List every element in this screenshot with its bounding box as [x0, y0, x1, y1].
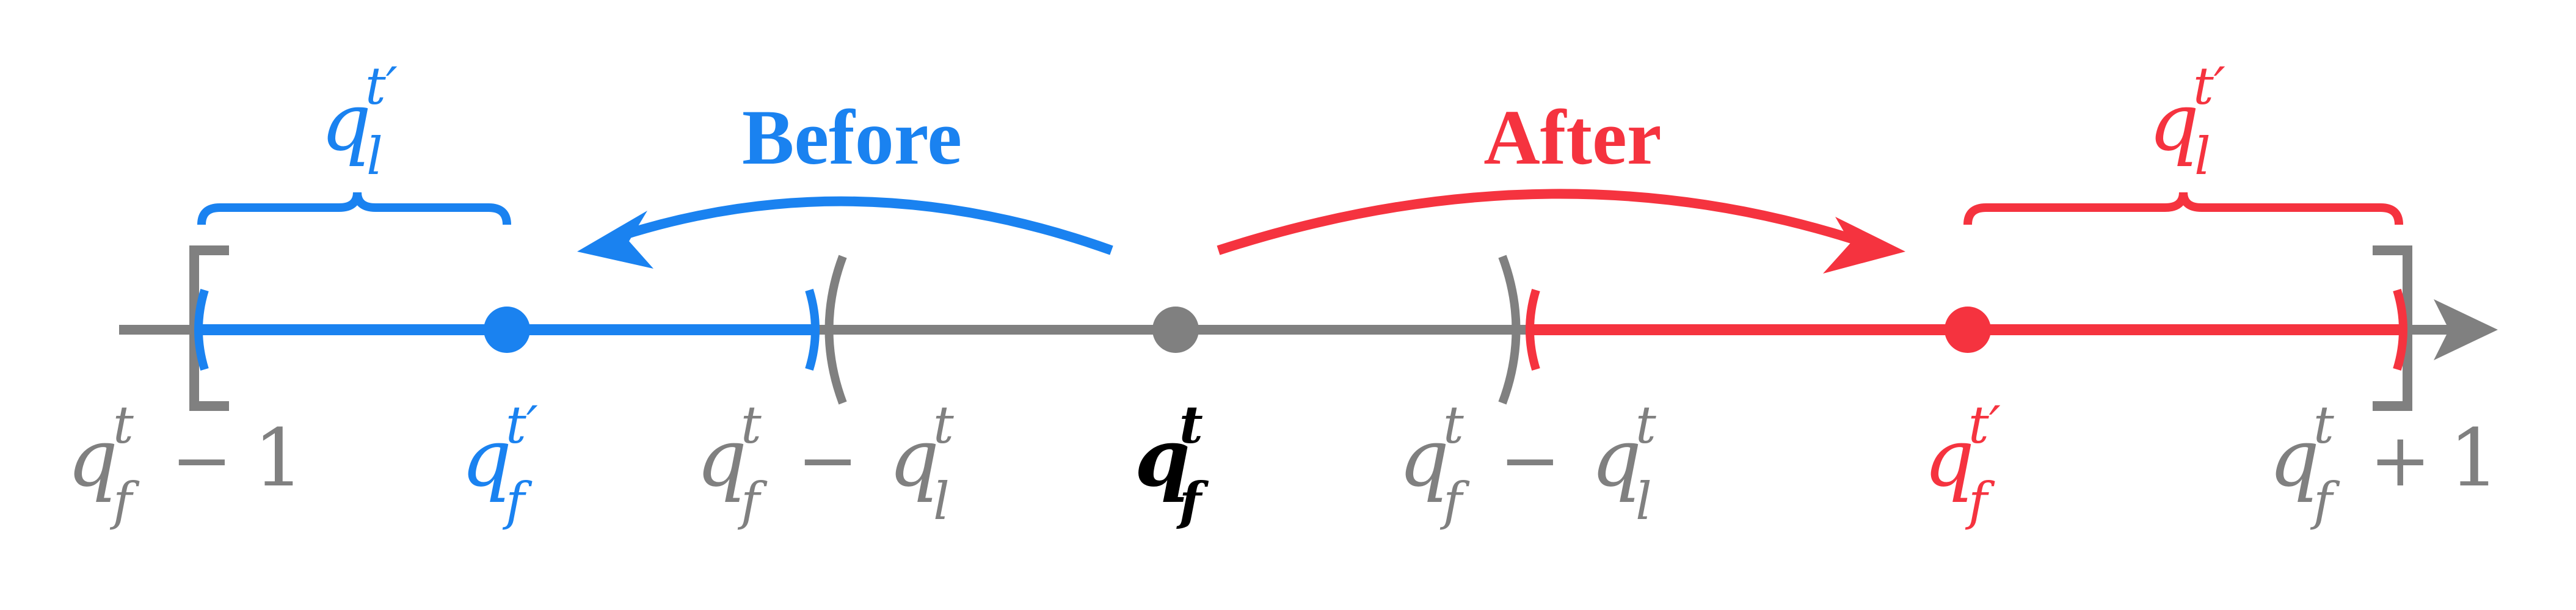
svg-text:t′: t′: [365, 56, 398, 116]
blue-brace: [197, 192, 511, 225]
svg-text:f: f: [2310, 471, 2340, 531]
svg-text:1: 1: [253, 412, 304, 504]
label-left-gap: q t f − q t l: [696, 395, 954, 531]
svg-text:−: −: [797, 418, 859, 503]
svg-text:f: f: [1439, 471, 1470, 531]
axis-arrowhead: [2434, 299, 2498, 360]
svg-text:t: t: [2313, 395, 2334, 455]
svg-text:f: f: [1965, 471, 1995, 531]
svg-text:q: q: [889, 412, 939, 504]
blue-brace-label: q t′ l: [321, 56, 398, 186]
after-label: After: [1483, 94, 1661, 181]
svg-text:q: q: [1135, 411, 1190, 504]
blue-point-marker: [484, 307, 530, 353]
svg-text:t: t: [741, 395, 762, 455]
svg-text:t: t: [1635, 395, 1656, 455]
before-label: Before: [742, 94, 962, 181]
svg-text:q: q: [321, 76, 371, 169]
before-arrow: [612, 196, 1113, 255]
blue-right-paren: [805, 288, 820, 371]
right-square-bracket: [2373, 245, 2412, 411]
after-arrowhead: [1823, 217, 1905, 274]
svg-text:q: q: [1591, 412, 1642, 504]
svg-text:l: l: [366, 126, 383, 186]
svg-text:q: q: [696, 412, 747, 504]
svg-text:q: q: [461, 412, 512, 504]
red-left-paren: [1526, 288, 1540, 371]
svg-text:t: t: [113, 395, 134, 455]
svg-text:t′: t′: [506, 395, 538, 455]
label-blue-point: q t′ f: [461, 395, 538, 531]
svg-text:t: t: [1443, 395, 1464, 455]
label-right-gap: q t f − q t l: [1399, 395, 1656, 531]
gray-left-paren: [824, 255, 847, 405]
svg-text:1: 1: [2449, 412, 2500, 504]
label-red-point: q t′ f: [1924, 395, 2001, 531]
label-right-bound: q t f + 1: [2269, 395, 2500, 531]
svg-text:t′: t′: [1968, 395, 2001, 455]
red-right-paren: [2393, 288, 2407, 371]
svg-text:l: l: [1635, 471, 1652, 531]
svg-text:q: q: [1924, 412, 1974, 504]
svg-text:q: q: [1399, 412, 1449, 504]
label-center: q t f: [1135, 394, 1209, 531]
svg-text:+: +: [2370, 418, 2431, 503]
svg-text:q: q: [2148, 76, 2199, 169]
red-point-marker: [1945, 307, 1991, 353]
svg-text:f: f: [737, 471, 768, 531]
before-arrowhead: [577, 211, 653, 269]
svg-text:t′: t′: [2193, 56, 2225, 116]
center-point-marker: [1152, 307, 1199, 353]
red-brace: [1963, 192, 2403, 225]
svg-text:q: q: [67, 412, 118, 504]
svg-text:l: l: [2194, 126, 2211, 186]
red-brace-label: q t′ l: [2148, 56, 2225, 186]
blue-left-paren: [194, 288, 209, 371]
svg-text:f: f: [109, 471, 140, 531]
svg-text:−: −: [1499, 418, 1561, 503]
label-left-bound: q t f − 1: [67, 395, 304, 531]
svg-text:f: f: [1176, 471, 1209, 531]
svg-text:−: −: [171, 418, 233, 503]
svg-text:l: l: [933, 471, 950, 531]
after-arrow: [1217, 189, 1871, 255]
svg-text:q: q: [2269, 412, 2319, 504]
svg-text:f: f: [502, 471, 533, 531]
gray-right-paren: [1498, 255, 1521, 405]
svg-text:t: t: [1179, 394, 1203, 455]
svg-text:t: t: [933, 395, 954, 455]
left-square-bracket: [189, 245, 229, 411]
